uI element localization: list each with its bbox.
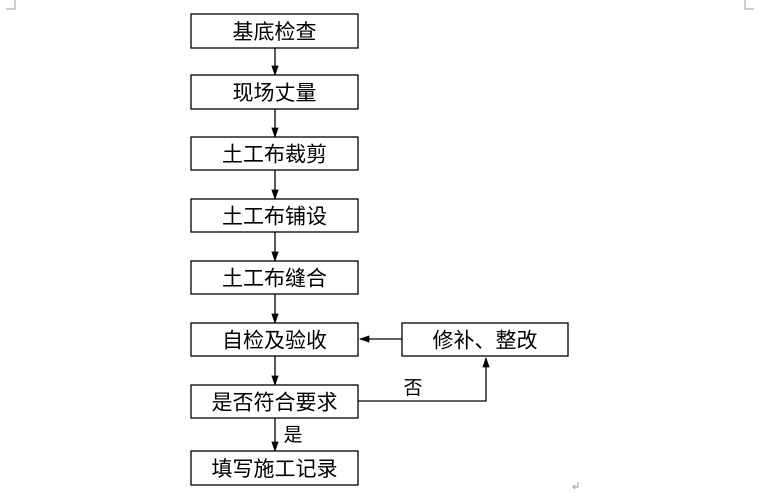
node-n5: 土工布缝合 [190,260,359,295]
node-n2: 现场丈量 [190,74,359,110]
node-n8-label: 填写施工记录 [212,457,338,481]
node-n6: 自检及验收 [190,322,359,357]
node-n1: 基底检查 [190,13,359,49]
node-n6-label: 自检及验收 [222,329,327,353]
node-n7-label: 是否符合要求 [212,391,338,415]
paragraph-return-mark [572,482,579,490]
node-n7: 是否符合要求 [190,384,359,419]
page-corner-mark-right [744,0,754,10]
node-repair-label: 修补、整改 [433,329,538,353]
node-n2-label: 现场丈量 [233,81,317,105]
node-n4: 土工布铺设 [190,198,359,233]
node-n3: 土工布裁剪 [190,136,359,171]
arrow-n7-to-repair [358,356,490,402]
node-n8: 填写施工记录 [190,450,359,486]
node-n3-label: 土工布裁剪 [222,143,327,167]
edge-label-no: 否 [403,377,422,399]
node-repair: 修补、整改 [401,322,569,357]
node-n1-label: 基底检查 [233,20,317,44]
edge-label-yes: 是 [283,424,302,446]
node-n4-label: 土工布铺设 [222,205,327,229]
page-corner-mark-left [6,0,16,10]
node-n5-label: 土工布缝合 [222,267,327,291]
